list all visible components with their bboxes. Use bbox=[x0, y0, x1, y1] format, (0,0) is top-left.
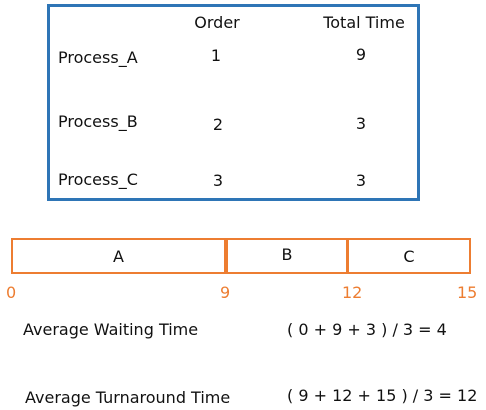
gantt-label-c: C bbox=[403, 247, 415, 266]
process-table bbox=[47, 4, 420, 201]
gantt-tick-9: 9 bbox=[220, 283, 231, 302]
row-a-order: 1 bbox=[210, 46, 222, 65]
avg-waiting-formula: ( 0 + 9 + 3 ) / 3 = 4 bbox=[287, 320, 447, 339]
gantt-label-a: A bbox=[113, 247, 124, 266]
gantt-label-b: B bbox=[281, 245, 293, 264]
gantt-block-c: C bbox=[347, 238, 471, 274]
row-c-name: Process_C bbox=[58, 170, 138, 189]
gantt-tick-0: 0 bbox=[6, 283, 17, 302]
row-b-order: 2 bbox=[212, 115, 224, 134]
row-a-name: Process_A bbox=[58, 48, 138, 67]
gantt-block-b: B bbox=[226, 238, 348, 274]
header-order: Order bbox=[194, 13, 240, 32]
gantt-block-a: A bbox=[11, 238, 226, 274]
avg-turnaround-label: Average Turnaround Time bbox=[25, 388, 231, 407]
row-c-total-time: 3 bbox=[355, 171, 367, 190]
row-a-total-time: 9 bbox=[355, 45, 367, 64]
row-b-name: Process_B bbox=[58, 112, 138, 131]
header-total-time: Total Time bbox=[323, 13, 405, 32]
avg-turnaround-formula: ( 9 + 12 + 15 ) / 3 = 12 bbox=[287, 386, 478, 405]
gantt-tick-15: 15 bbox=[457, 283, 478, 302]
row-b-total-time: 3 bbox=[355, 114, 367, 133]
row-c-order: 3 bbox=[212, 171, 224, 190]
avg-waiting-label: Average Waiting Time bbox=[23, 320, 199, 339]
gantt-tick-12: 12 bbox=[342, 283, 363, 302]
